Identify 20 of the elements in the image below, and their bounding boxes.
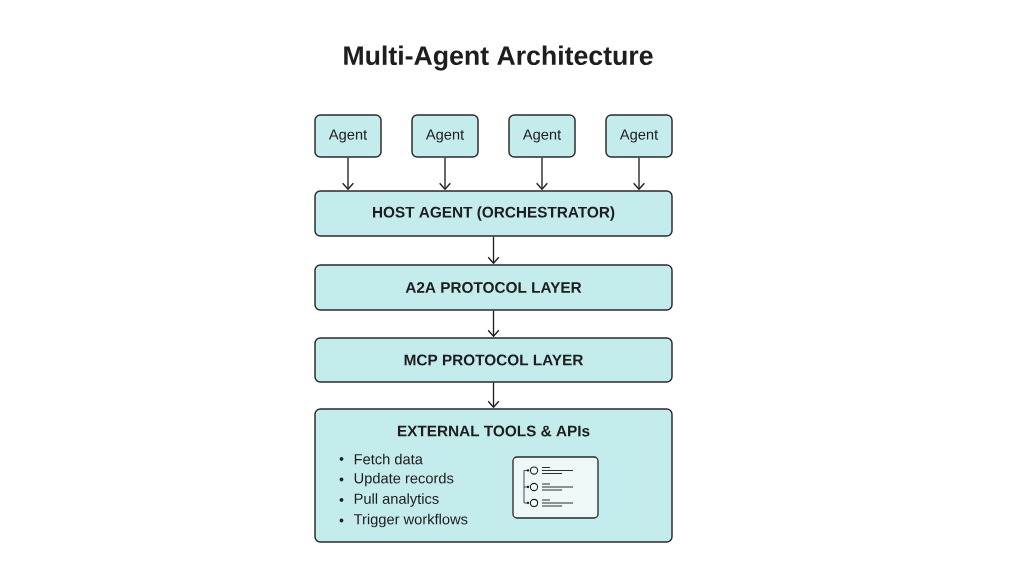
arrow: [487, 310, 500, 338]
list-item: Trigger workflows: [353, 513, 468, 528]
arrow: [439, 157, 451, 191]
list-item: Fetch data: [354, 453, 423, 465]
process-box: Agent: [314, 114, 382, 158]
process-box: Agent: [411, 114, 479, 158]
layer-box: HOST AGENT (ORCHESTRATOR): [314, 190, 673, 237]
arrow: [536, 157, 548, 191]
process-box: Agent: [508, 114, 576, 158]
box-heading: EXTERNAL TOOLS & APIs: [397, 425, 590, 437]
layer-box: MCP PROTOCOL LAYER: [314, 337, 673, 383]
layer-box: A2A PROTOCOL LAYER: [314, 264, 673, 311]
list-item: Pull analytics: [354, 493, 439, 507]
arrow: [342, 157, 354, 191]
title: Multi-Agent Architecture: [344, 45, 653, 71]
arrow: [633, 157, 645, 191]
arrow: [487, 382, 500, 409]
process-box: Agent: [605, 114, 673, 158]
list-item: Update records: [354, 472, 454, 487]
arrow: [487, 236, 500, 265]
